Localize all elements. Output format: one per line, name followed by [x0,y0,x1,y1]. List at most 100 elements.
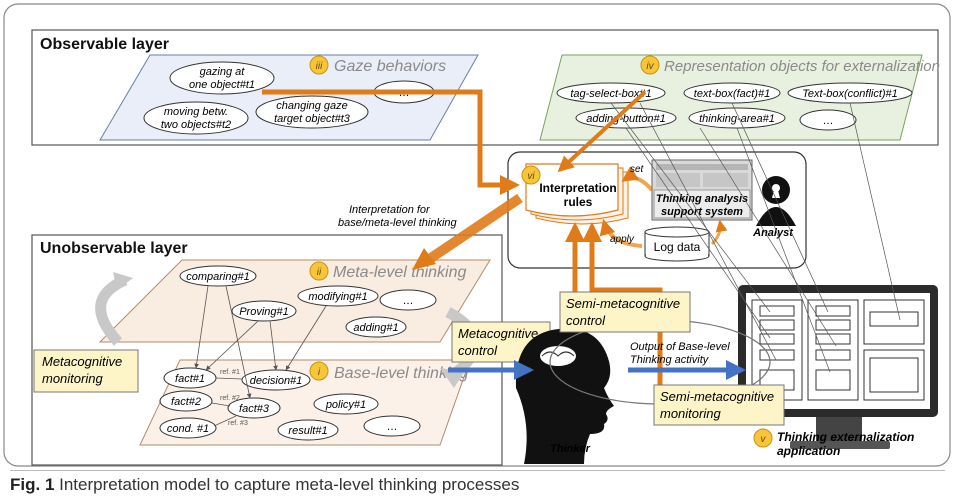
repr-to-screen-links [610,102,901,373]
ref-label-2: ref. #2 [220,395,240,402]
monitoring-line2: monitoring [42,371,103,386]
log-data-cylinder [644,226,710,262]
interpretation-label-line1: Interpretation for [349,204,431,216]
monitor-base [790,441,890,449]
thinker-silhouette [515,328,614,464]
semi-monitoring-line2: monitoring [660,406,721,421]
semi-control-line2: control [566,313,606,328]
gaze-title: Gaze behaviors [334,58,446,75]
repr-node-adding-button-label: adding-button#1 [586,113,666,125]
rules-label-line2: rules [564,195,593,209]
monitoring-curve-arrowhead [113,272,133,290]
gaze-node-t3-line1: changing gaze [276,100,348,112]
observable-layer-title: Observable layer [40,36,169,53]
thinker-brain-fold [541,351,575,357]
base-node-fact1-label: fact#1 [175,373,205,385]
rules-card [525,163,619,217]
output-line2: Thinking activity [630,354,710,366]
apply-arrow [599,218,643,248]
meta-number: ii [317,267,322,278]
metacognitive-monitoring-note [33,349,139,393]
meta-node-more-label: … [403,295,414,307]
gaze-number: iii [316,61,323,72]
meta-node-comparing-label: comparing#1 [186,271,250,283]
base-node-fact3 [227,397,281,419]
base-node-policy1 [313,393,379,415]
repr-node-tag-select-box-label: tag-select-box#1 [570,88,651,100]
control-curve-arrowhead [440,368,464,388]
base-node-result1 [277,419,339,441]
semi-control-line1: Semi-metacognitive [566,296,680,311]
repr-to-rules-arrow [557,90,647,173]
meta-node-more [379,289,437,311]
base-node-fact2 [159,390,213,412]
base-number: i [318,367,321,378]
semi-control-note [559,291,691,333]
gaze-node-t2 [143,101,249,135]
gaze-node-t2-line1: moving betw. [164,106,228,118]
meta-node-comparing [179,265,257,287]
monitoring-line1: Metacognitive [42,354,122,369]
analysis-system-box: vi Interpretation rules set Thinking ana… [507,151,807,269]
ref-line-3 [213,415,237,427]
rules-label-line1: Interpretation [539,181,616,195]
base-node-fact3-label: fact#3 [239,403,270,415]
rules-number-badge [521,165,541,185]
ref-line-1 [215,377,243,380]
screen-widgets [751,299,925,401]
gaze-node-t3-line2: target object#t3 [274,113,351,125]
gaze-node-t3 [255,95,369,129]
base-node-result1-label: result#1 [288,425,327,437]
app-number-badge [753,428,773,448]
meta-node-modifying-label: modifying#1 [308,291,367,303]
base-node-cond1 [159,417,217,439]
meta-number-badge [309,261,329,281]
rules-number: vi [527,171,535,182]
set-arrow [621,166,654,192]
thinker-head [515,328,614,464]
interpretation-label-line2: base/meta-level thinking [338,217,458,229]
log-data-label: Log data [654,240,701,254]
gaze-node-t2-line2: two objects#t2 [161,119,231,131]
support-system-line2: support system [661,206,743,218]
base-number-badge [309,361,329,381]
support-system-line1: Thinking analysis [656,193,748,205]
repr-node-text-box-fact-label: text-box(fact)#1 [694,88,770,100]
gaze-node-t1 [169,61,275,95]
repr-number-badge [640,55,660,75]
repr-node-thinking-area-label: thinking-area#1 [699,113,775,125]
repr-number: iv [646,61,654,72]
interpretation-big-arrow [425,193,523,265]
observable-layer: Observable layer iii Gaze behaviors gazi… [31,29,940,146]
support-system-label-bg [653,189,751,219]
meta-node-proving-label: Proving#1 [239,306,289,318]
apply-label: apply [610,234,635,245]
unobservable-layer-title: Unobservable layer [40,240,188,257]
meta-title: Meta-level thinking [333,264,467,281]
base-title: Base-level thinking [334,365,468,382]
figure-number: Fig. 1 [10,475,55,494]
meta-node-modifying [297,285,379,307]
gaze-node-t1-line2: one object#t1 [189,79,255,91]
output-line1: Output of Base-level [630,341,730,353]
monitor-stand [816,417,862,443]
app-label-line2: application [777,444,840,458]
app-number: v [761,434,767,445]
base-node-cond1-label: cond. #1 [167,423,209,435]
semi-monitoring-note [653,384,785,426]
repr-node-more-label: … [823,115,834,127]
figure-caption-text: Interpretation model to capture meta-lev… [54,475,520,494]
base-node-fact2-label: fact#2 [171,396,201,408]
representation-objects-plane: iv Representation objects for externaliz… [539,54,940,141]
base-node-more [363,415,421,437]
figure-caption: Fig. 1 Interpretation model to capture m… [10,470,945,496]
base-level-plane: i Base-level thinking fact#1 decision#1 … [139,359,471,446]
repr-node-text-box-conflict-label: Text-box(conflict)#1 [802,88,898,100]
meta-level-plane: ii Meta-level thinking comparing#1 modif… [98,259,491,343]
unobservable-layer: Unobservable layer ii Meta-level thinkin… [31,234,551,466]
control-line1: Metacognitive [458,326,538,341]
ref-label-1: ref. #1 [220,369,240,376]
interpretation-big-arrowhead [412,248,436,270]
thinker-label: Thinker [550,443,590,455]
